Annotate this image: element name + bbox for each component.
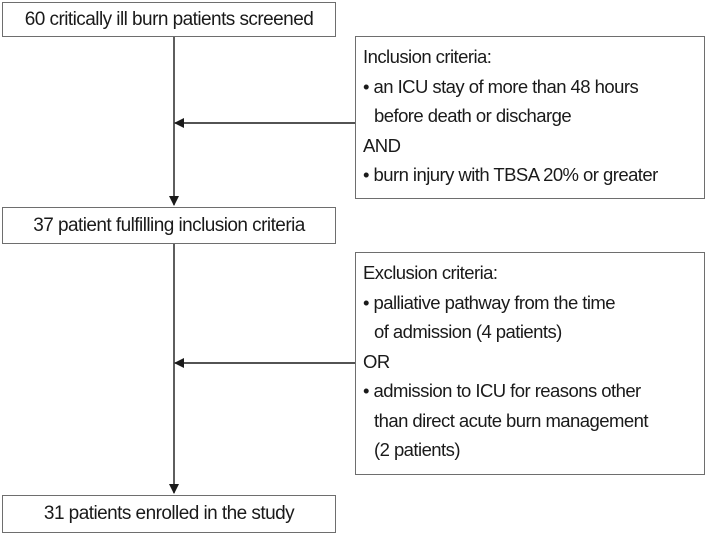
exclusion-item-1-line-2: of admission (4 patients) [374,321,562,342]
inclusion-criteria-box: Inclusion criteria: • an ICU stay of mor… [355,36,705,199]
stage-label-screened: 60 critically ill burn patients screened [24,8,314,30]
exclusion-title: Exclusion criteria: [363,262,498,283]
exclusion-criteria-box: Exclusion criteria: • palliative pathway… [355,252,705,475]
stage-box-screened: 60 critically ill burn patients screened [2,2,336,37]
inclusion-item-1-line-2: before death or discharge [374,105,572,126]
exclusion-item-1-line-1: • palliative pathway from the time [363,291,616,313]
stage-label-enrolled: 31 patients enrolled in the study [43,503,295,524]
inclusion-item-2-line-1: • burn injury with TBSA 20% or greater [363,164,658,185]
stage-box-fulfilling: 37 patient fulfilling inclusion criteria [2,207,336,244]
exclusion-item-2-line-3: (2 patients) [374,439,461,460]
inclusion-title: Inclusion criteria: [363,46,492,67]
inclusion-connector: AND [363,134,401,156]
stage-box-enrolled: 31 patients enrolled in the study [2,495,336,533]
exclusion-item-2-line-1: • admission to ICU for reasons other [363,380,641,401]
exclusion-connector: OR [363,350,390,372]
stage-label-fulfilling: 37 patient fulfilling inclusion criteria [33,214,305,236]
inclusion-item-1-line-1: • an ICU stay of more than 48 hours [363,75,639,97]
exclusion-item-2-line-2: than direct acute burn management [374,409,648,431]
